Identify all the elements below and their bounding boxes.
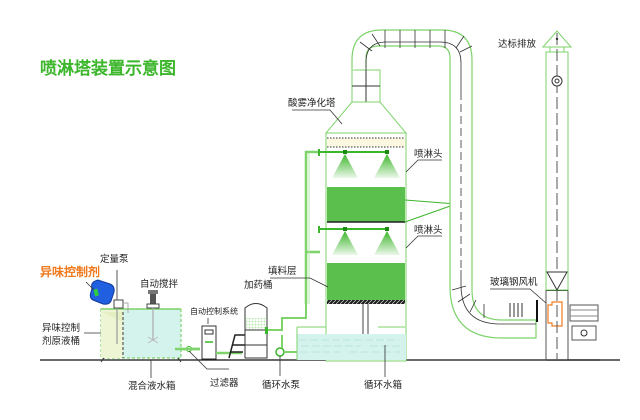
label-mixing-tank: 混合液水箱 xyxy=(128,380,176,392)
dosing-tank xyxy=(244,303,268,359)
spray-head-upper xyxy=(318,149,400,178)
label-spray-head-upper: 喷淋头 xyxy=(414,148,443,160)
label-raw-liquid-tank-2: 剂原液桶 xyxy=(42,335,80,347)
exhaust-stack-icon xyxy=(541,30,573,360)
label-spray-head-lower: 喷淋头 xyxy=(414,224,443,236)
label-control-system: 自动控制系统 xyxy=(190,306,238,316)
label-discharge: 达标排放 xyxy=(498,38,537,50)
label-circulation-tank: 循环水箱 xyxy=(364,379,402,391)
metering-pump-icon xyxy=(113,299,124,309)
label-dosing-tank: 加药桶 xyxy=(244,279,273,291)
control-cabinet xyxy=(201,318,217,360)
deodorant-jug-icon xyxy=(89,279,115,305)
label-filter: 过滤器 xyxy=(210,377,239,389)
label-acid-mist-tower: 酸雾净化塔 xyxy=(288,97,336,109)
stirrer-motor-icon xyxy=(146,290,160,344)
label-raw-liquid-tank-1: 异味控制 xyxy=(42,322,80,334)
label-circulation-pump: 循环水泵 xyxy=(262,379,301,391)
acid-mist-tower xyxy=(324,69,408,362)
pump-icon xyxy=(275,347,285,357)
label-deodorant: 异味控制剂 xyxy=(40,264,100,279)
label-metering-pump: 定量泵 xyxy=(100,253,129,265)
label-packing-layer: 填料层 xyxy=(268,265,297,277)
exhaust-duct xyxy=(351,29,538,339)
diagram-title: 喷淋塔装置示意图 xyxy=(40,58,176,79)
label-auto-stirrer: 自动搅拌 xyxy=(140,278,179,290)
label-fan: 玻璃钢风机 xyxy=(490,276,538,288)
fan-icon xyxy=(545,289,600,361)
spray-head-lower xyxy=(318,226,400,255)
